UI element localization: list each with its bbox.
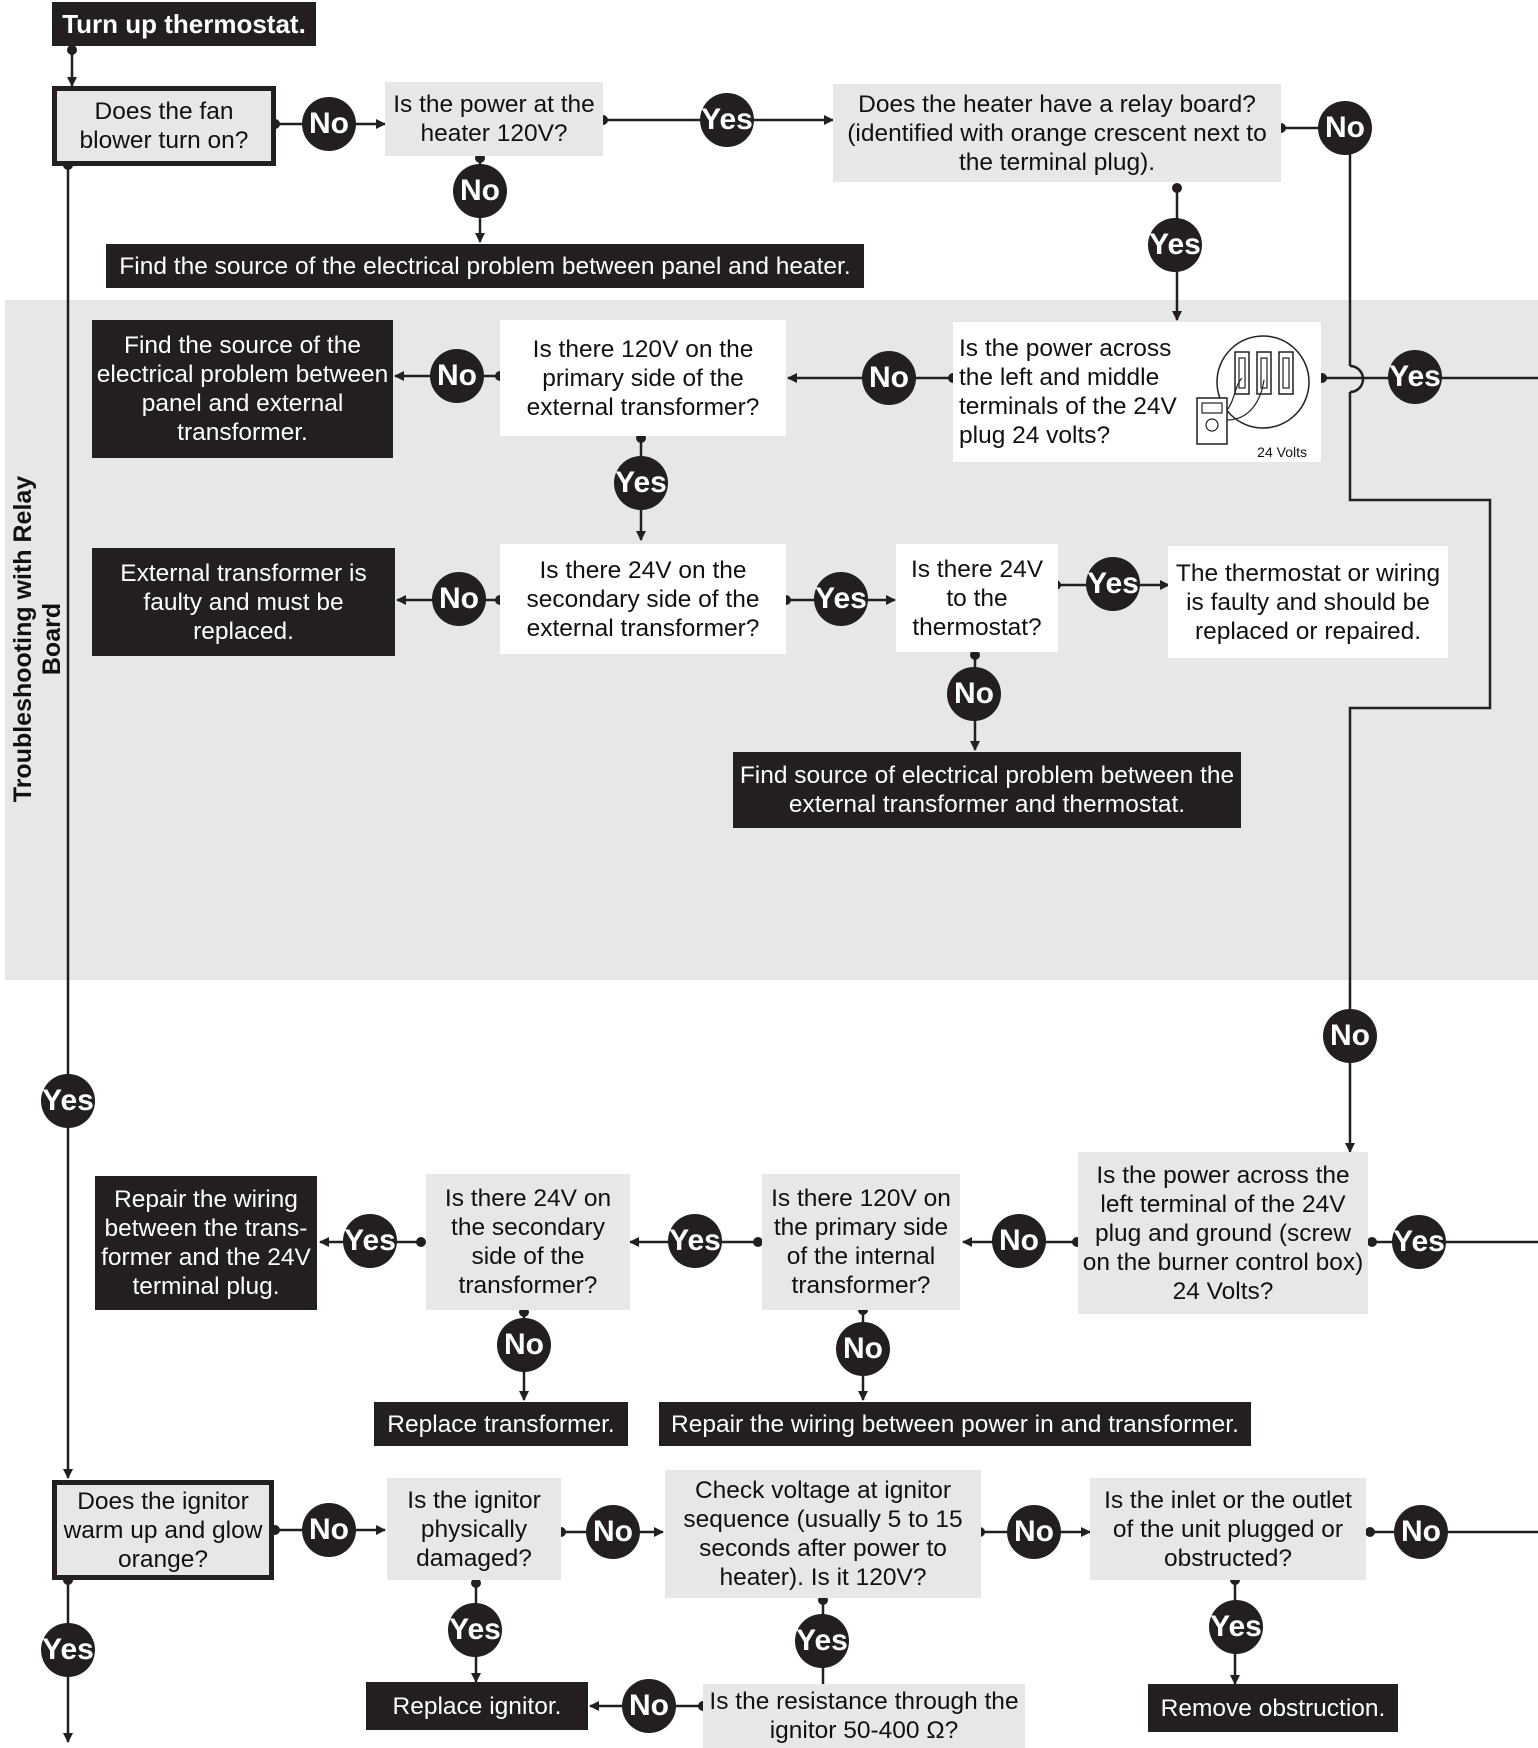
left-ground-question: Is the power across the left terminal of…: [1078, 1152, 1368, 1314]
no-badge: No: [992, 1214, 1046, 1268]
no-badge: No: [453, 164, 507, 218]
yes-badge: Yes: [795, 1614, 849, 1668]
connector-dot: [1365, 1527, 1375, 1537]
no-badge: No: [947, 667, 1001, 721]
power120-question: Is the power at the heater 120V?: [385, 82, 603, 156]
voltmeter-plug-icon: [1196, 335, 1310, 445]
replace-ignitor-action: Replace ignitor.: [366, 1682, 588, 1730]
find-panel-heater-action: Find the source of the electrical proble…: [106, 244, 864, 288]
yes-badge: Yes: [41, 1074, 95, 1128]
yes-badge: Yes: [668, 1214, 722, 1268]
plug24-question: Is the power across the left and middle …: [953, 322, 1321, 462]
primary120-external-question: Is there 120V on the primary side of the…: [500, 320, 786, 436]
repair-power-transformer-action: Repair the wiring between power in and t…: [659, 1402, 1251, 1446]
find-panel-external-action: Find the source of the electrical proble…: [92, 320, 393, 458]
no-badge: No: [302, 97, 356, 151]
no-badge: No: [430, 349, 484, 403]
ignitor-damaged-question: Is the ignitor physically damaged?: [387, 1478, 561, 1580]
external-transformer-faulty-action: External transformer is faulty and must …: [92, 548, 395, 656]
inlet-outlet-question: Is the inlet or the outlet of the unit p…: [1090, 1478, 1366, 1580]
start-step: Turn up thermostat.: [52, 2, 316, 46]
connector-dot: [1172, 183, 1182, 193]
connector-dot: [970, 650, 980, 660]
yes-badge: Yes: [700, 93, 754, 147]
connector-dot: [67, 45, 77, 55]
yes-badge: Yes: [343, 1214, 397, 1268]
yes-badge: Yes: [1392, 1215, 1446, 1269]
voltmeter-label: 24 Volts: [1257, 444, 1307, 460]
resistance-question: Is the resistance through the ignitor 50…: [703, 1684, 1025, 1748]
plug24-question-text: Is the power across the left and middle …: [959, 335, 1177, 449]
no-badge: No: [1318, 101, 1372, 155]
replace-transformer-action: Replace transformer.: [374, 1402, 628, 1446]
connector-dot: [471, 1578, 481, 1588]
secondary24-question: Is there 24V on the secondary side of th…: [426, 1174, 630, 1310]
remove-obstruction-action: Remove obstruction.: [1148, 1684, 1398, 1732]
no-badge: No: [432, 572, 486, 626]
yes-badge: Yes: [1148, 218, 1202, 272]
no-badge: No: [622, 1679, 676, 1733]
fan-question: Does the fan blower turn on?: [52, 86, 276, 166]
relay-board-question: Does the heater have a relay board? (ide…: [833, 84, 1281, 182]
yes-badge: Yes: [1209, 1600, 1263, 1654]
no-badge: No: [497, 1318, 551, 1372]
thermostat-faulty-result: The thermostat or wiring is faulty and s…: [1168, 546, 1448, 658]
connector-dot: [416, 1237, 426, 1247]
ignitor-glow-question: Does the ignitor warm up and glow orange…: [52, 1480, 274, 1580]
yes-badge: Yes: [41, 1623, 95, 1677]
no-badge: No: [586, 1505, 640, 1559]
yes-badge: Yes: [614, 456, 668, 510]
find-external-thermostat-action: Find source of electrical problem betwee…: [733, 752, 1241, 828]
yes-badge: Yes: [814, 572, 868, 626]
repair-wiring-plug-action: Repair the wiring between the trans-form…: [95, 1176, 317, 1310]
check-voltage-question: Check voltage at ignitor sequence (usual…: [665, 1470, 981, 1598]
no-badge: No: [836, 1322, 890, 1376]
connector-dot: [1367, 1237, 1377, 1247]
yes-badge: Yes: [448, 1603, 502, 1657]
no-badge: No: [1323, 1009, 1377, 1063]
thermostat24-question: Is there 24V to the thermostat?: [896, 544, 1058, 652]
yes-badge: Yes: [1086, 557, 1140, 611]
primary120-internal-question: Is there 120V on the primary side of the…: [762, 1174, 960, 1310]
yes-badge: Yes: [1388, 350, 1442, 404]
no-badge: No: [1394, 1505, 1448, 1559]
relay-board-section-label: Troubleshooting with Relay Board: [9, 475, 66, 803]
secondary24-external-question: Is there 24V on the secondary side of th…: [500, 544, 786, 654]
connector-line: [1345, 392, 1492, 1153]
no-badge: No: [862, 351, 916, 405]
no-badge: No: [302, 1503, 356, 1557]
connector-dot: [753, 1237, 763, 1247]
no-badge: No: [1007, 1505, 1061, 1559]
